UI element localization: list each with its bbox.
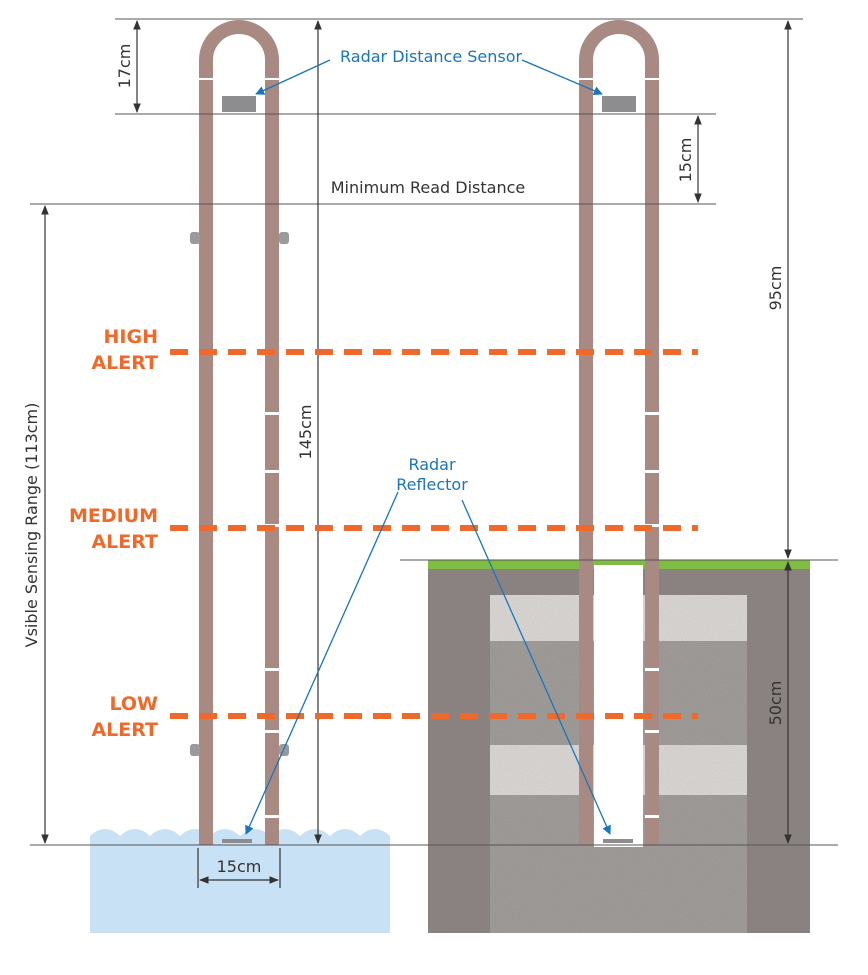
- lower-clamp-icon: [190, 744, 200, 756]
- dim-tube-width: 15cm: [217, 857, 262, 876]
- radar-sensor-right: [602, 96, 636, 112]
- left-sensor-tube: [190, 20, 289, 845]
- min-read-distance-label: Minimum Read Distance: [331, 178, 525, 197]
- upper-clamp-icon: [190, 232, 200, 244]
- dim-above-ground: 95cm: [766, 266, 785, 311]
- sensing-range-label: Vsible Sensing Range (113cm): [22, 403, 41, 648]
- radar-reflector-label-1: Radar: [408, 455, 456, 474]
- dim-total-length: 145cm: [296, 405, 315, 460]
- ground-cross-section: [428, 560, 810, 933]
- reference-lines: [30, 18, 838, 846]
- grass-strip: [428, 560, 810, 569]
- dimension-arrows: [41, 20, 792, 888]
- high-alert-label-2: ALERT: [91, 352, 158, 374]
- dim-below-ground: 50cm: [766, 681, 785, 726]
- low-alert-label-1: LOW: [109, 693, 158, 715]
- radar-reflector-label-2: Reflector: [396, 475, 468, 494]
- radar-sensor-left: [222, 96, 256, 112]
- medium-alert-label-2: ALERT: [91, 531, 158, 553]
- leader-arrows: [245, 59, 611, 835]
- radar-reflector-right: [603, 839, 633, 843]
- medium-alert-label-1: MEDIUM: [69, 505, 158, 527]
- low-alert-label-2: ALERT: [91, 719, 158, 741]
- alert-lines: [170, 349, 698, 719]
- radar-reflector-left: [222, 839, 252, 843]
- radar-sensor-label: Radar Distance Sensor: [340, 47, 523, 66]
- right-sensor-tube: [579, 20, 659, 845]
- high-alert-label-1: HIGH: [104, 326, 158, 348]
- dim-top-gap: 17cm: [115, 44, 134, 89]
- dim-min-read: 15cm: [676, 138, 695, 183]
